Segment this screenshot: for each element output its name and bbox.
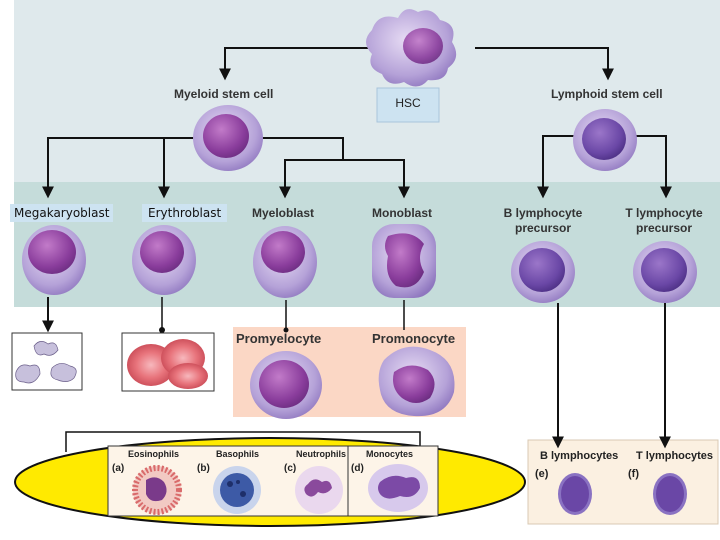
neutrophils-label: Neutrophils xyxy=(296,449,347,459)
myeloid-stem-cell xyxy=(193,105,263,171)
b-lymphocyte-cell xyxy=(558,473,592,515)
neutrophils-letter: (c) xyxy=(284,463,297,474)
b-precursor-label-line2: precursor xyxy=(514,221,572,235)
megakaryoblast-label: Megakaryoblast xyxy=(10,204,114,222)
myeloid-stem-cell-label: Myeloid stem cell xyxy=(174,87,274,101)
promyelocyte-cell xyxy=(250,351,322,419)
b-lymphocytes-letter: (e) xyxy=(535,468,549,480)
basophils-letter: (b) xyxy=(197,463,210,474)
monoblast-label: Monoblast xyxy=(372,206,432,220)
hsc-label: HSC xyxy=(395,96,421,110)
b-lymphocytes-label: B lymphocytes xyxy=(540,450,619,462)
hsc-cell xyxy=(366,9,457,87)
basophils-label: Basophils xyxy=(216,449,260,459)
eosinophils-label: Eosinophils xyxy=(128,449,180,459)
lymphoid-stem-cell xyxy=(573,109,637,171)
t-lymphocytes-label: T lymphocytes xyxy=(636,450,714,462)
b-precursor-label-line1: B lymphocyte xyxy=(503,206,583,220)
monoblast-cell xyxy=(372,224,436,298)
eosinophil-cell xyxy=(132,465,182,515)
erythroblast-label: Erythroblast xyxy=(142,204,228,222)
monocytes-label: Monocytes xyxy=(366,449,414,459)
t-precursor-label-line1: T lymphocyte xyxy=(625,206,703,220)
monocyte-cell xyxy=(368,464,428,512)
promonocyte-label: Promonocyte xyxy=(372,331,456,346)
lower-band xyxy=(14,182,720,307)
promyelocyte-label: Promyelocyte xyxy=(236,331,322,346)
megakaryoblast-cell xyxy=(22,225,86,295)
t-lymphocyte-cell xyxy=(653,473,687,515)
basophil-cell xyxy=(213,466,261,514)
eosinophils-letter: (a) xyxy=(112,463,125,474)
neutrophil-cell xyxy=(295,466,343,514)
t-precursor-label-line2: precursor xyxy=(635,221,693,235)
monocytes-letter: (d) xyxy=(351,463,364,474)
lymphoid-stem-cell-label: Lymphoid stem cell xyxy=(551,87,663,101)
b-precursor-cell xyxy=(511,241,575,303)
red-blood-cells-image xyxy=(121,332,215,392)
myeloblast-connector-dot xyxy=(283,327,289,333)
erythroblast-cell xyxy=(132,225,196,295)
connector-lines xyxy=(42,47,672,452)
t-precursor-cell xyxy=(633,241,697,303)
platelets-image xyxy=(11,332,83,391)
t-lymphocytes-letter: (f) xyxy=(628,468,639,480)
promonocyte-cell xyxy=(378,346,455,417)
erythroblast-connector-dot xyxy=(159,327,165,333)
lymphocyte-box xyxy=(527,439,719,525)
myeloblast-label: Myeloblast xyxy=(252,206,315,220)
hsc-label-box xyxy=(376,87,440,123)
myeloblast-cell xyxy=(253,226,317,298)
